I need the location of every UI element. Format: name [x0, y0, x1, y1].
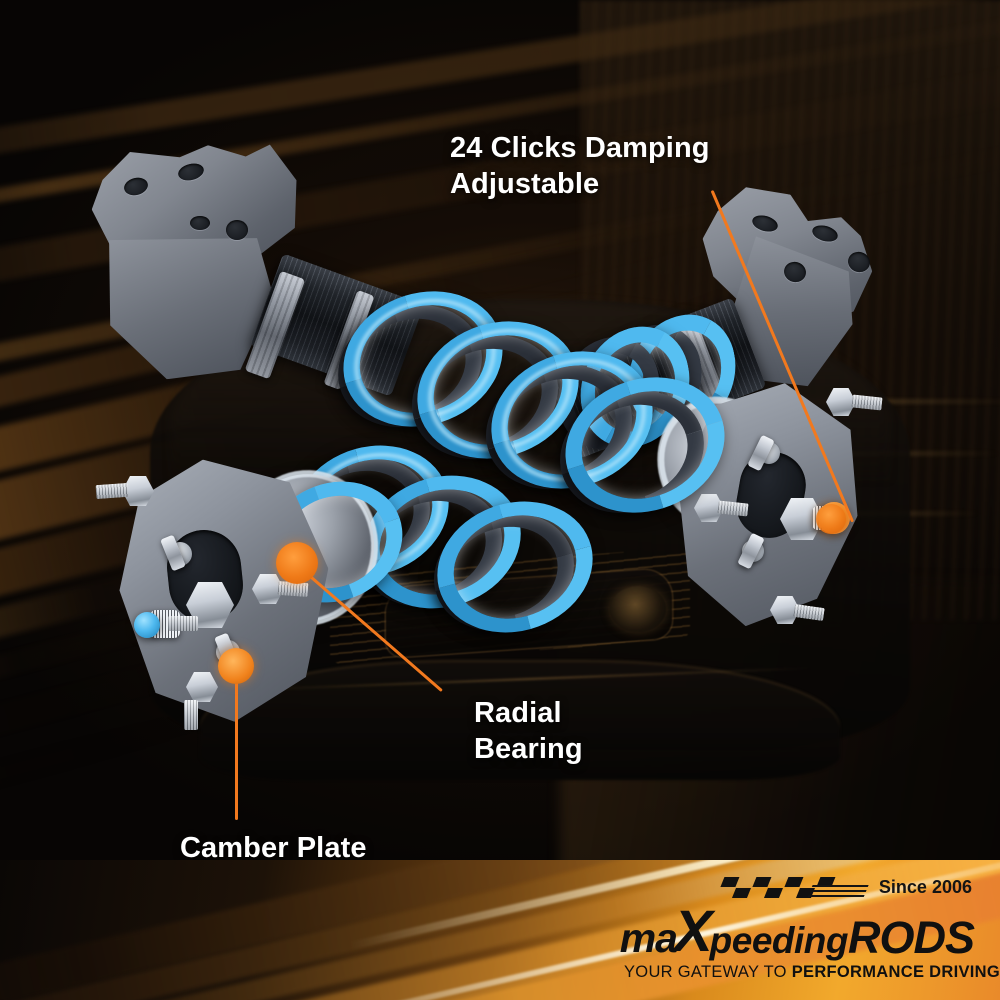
brand-name-peeding: peeding [709, 919, 849, 961]
brand-name-rods: RODS [847, 911, 975, 963]
brand-name-x: X [673, 898, 713, 964]
plate-bolt-stud [95, 482, 129, 500]
background-car-bumper [200, 660, 840, 780]
brand-logo-wordmark: Since 2006 ma X peeding RODS [620, 876, 975, 964]
brand-banner: Since 2006 ma X peeding RODS YOUR GATEWA… [0, 860, 1000, 1000]
callout-label-damping: 24 Clicks Damping Adjustable [450, 132, 710, 200]
plate-bolt-stud [184, 700, 198, 730]
brand-logo: Since 2006 ma X peeding RODS YOUR GATEWA… [620, 876, 1000, 982]
callout-leader-camber-plate [235, 668, 238, 820]
brand-name-ma: ma [619, 915, 678, 962]
callout-dot-camber-plate [218, 648, 254, 684]
shaft-end-cap [134, 612, 160, 638]
brand-since: Since 2006 [878, 876, 972, 897]
callout-dot-damping [816, 504, 846, 534]
speed-lines-icon [807, 884, 869, 898]
brand-tagline-light: YOUR GATEWAY TO [624, 963, 792, 981]
bracket-hole [190, 216, 210, 230]
brand-tagline-bold: PERFORMANCE DRIVING [791, 963, 1000, 981]
bracket-hole [226, 220, 248, 240]
callout-label-radial-bearing: Radial Bearing [474, 697, 583, 765]
callout-dot-radial-bearing [276, 542, 318, 584]
brand-tagline: YOUR GATEWAY TO PERFORMANCE DRIVING [624, 963, 1000, 982]
background-car-foglight [610, 586, 666, 632]
center-shaft-left [168, 616, 198, 631]
